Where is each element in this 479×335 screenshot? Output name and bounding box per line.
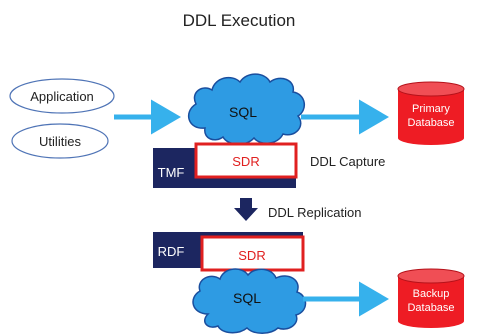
sdr-box-top <box>194 142 298 179</box>
database-icon <box>397 81 465 145</box>
ddl-capture-label: DDL Capture <box>310 154 385 169</box>
sql-cloud-bottom: SQL <box>192 268 307 334</box>
primary-db-label-line1: Primary <box>412 103 450 115</box>
backup-db-label-line2: Database <box>407 302 454 314</box>
primary-database: Primary Database <box>397 81 465 145</box>
utilities-label: Utilities <box>39 134 81 149</box>
backup-db-label-line1: Backup <box>413 288 450 300</box>
sdr-box-bottom <box>200 235 305 272</box>
application-label: Application <box>30 89 94 104</box>
arrow-down-icon <box>234 198 258 221</box>
rdf-block: RDF SDR <box>153 232 305 272</box>
application-node: Application <box>9 78 115 114</box>
sql-label-bottom: SQL <box>233 290 261 306</box>
sdr-label-top: SDR <box>232 154 259 169</box>
cloud-icon <box>192 268 307 334</box>
utilities-node: Utilities <box>11 123 109 159</box>
backup-database: Backup Database <box>397 268 465 328</box>
database-icon <box>397 268 465 328</box>
tmf-label: TMF <box>158 165 185 180</box>
diagram-title: DDL Execution <box>183 11 296 30</box>
ddl-replication-label: DDL Replication <box>268 205 361 220</box>
sdr-label-bottom: SDR <box>238 248 265 263</box>
sql-label-top: SQL <box>229 104 257 120</box>
sql-cloud-top: SQL <box>187 73 305 145</box>
rdf-label: RDF <box>158 244 185 259</box>
primary-db-label-line2: Database <box>407 117 454 129</box>
tmf-block: TMF SDR <box>153 142 298 188</box>
